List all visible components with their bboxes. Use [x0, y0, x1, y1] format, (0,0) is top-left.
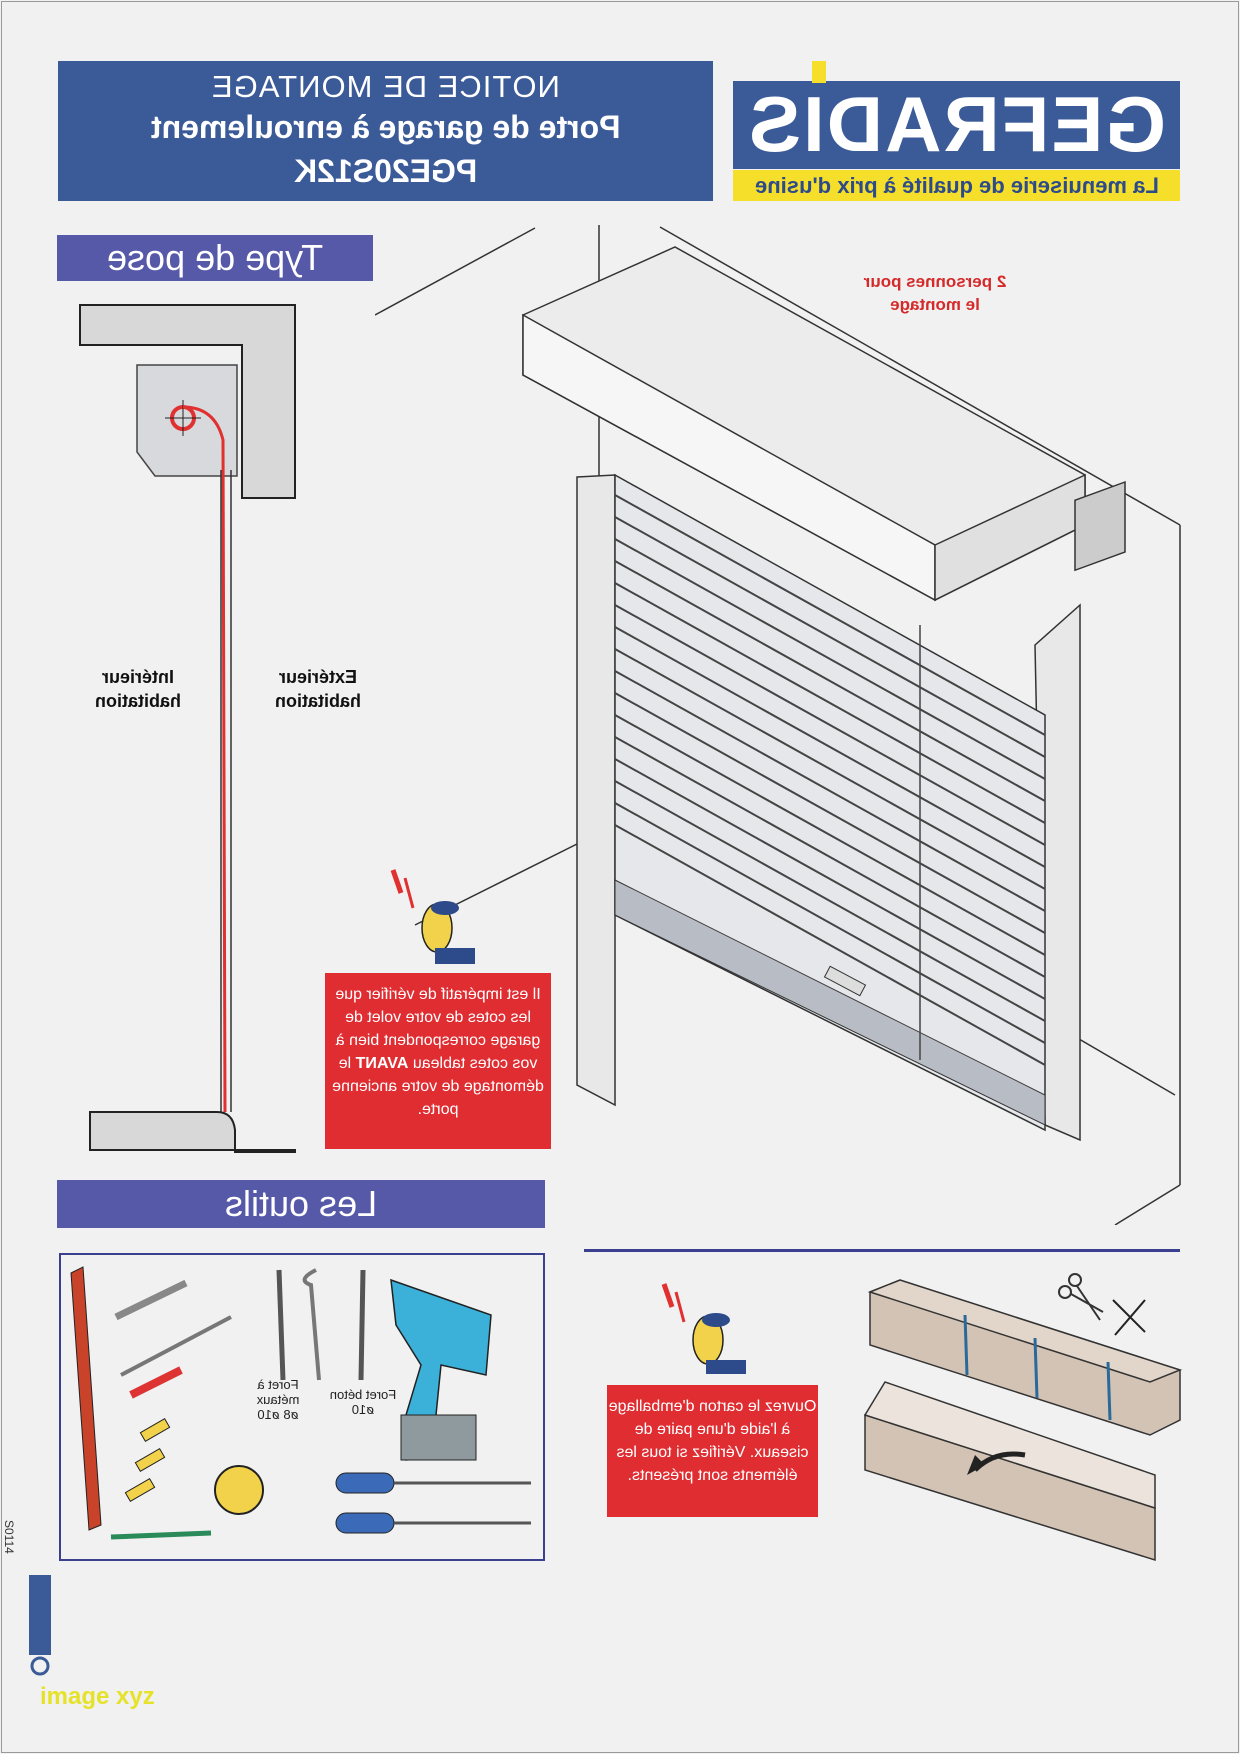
logo-blue-band	[733, 81, 1180, 169]
header-title-block: NOTICE DE MONTAGE Porte de garage à enro…	[58, 61, 713, 201]
section-type-de-pose-title: Type de pose	[106, 237, 324, 278]
header-line2: Porte de garage à enroulement	[150, 109, 621, 145]
side-code: S0114	[2, 1520, 16, 1554]
section-les-outils: Les outils	[57, 1180, 545, 1228]
warning-box-dimensions: Il est impératif de vérifier que les cot…	[325, 973, 551, 1149]
watermark: image xyz	[40, 1683, 155, 1710]
roller-box-icon	[136, 364, 238, 477]
header-line3: PGE20S12K	[293, 153, 478, 189]
control-box-icon	[1074, 480, 1126, 572]
hex-key-icon	[302, 1268, 321, 1381]
label-interieur: Intérieur habitation	[95, 667, 181, 711]
caption-foret-metaux: Foret à métaux ø8 ø10	[256, 1377, 300, 1422]
garage-door-illustration	[375, 225, 1181, 1225]
screwdriver-icon	[335, 1512, 531, 1534]
brand-name: GEFRADIS	[746, 80, 1167, 168]
brand-slogan: La menuiserie de qualité à prix d'usine	[754, 173, 1159, 198]
mascot-warning-icon	[390, 869, 475, 964]
side-brand-logo	[29, 1575, 51, 1676]
mascot-carton-icon	[661, 1283, 746, 1374]
no-knife-icon	[1112, 1299, 1146, 1336]
wall-plugs-icon	[124, 1417, 171, 1503]
section-les-outils-title: Les outils	[224, 1183, 378, 1224]
label-exterieur: Extérieur habitation	[275, 667, 361, 711]
pose-section-diagram	[79, 304, 296, 1153]
tools-panel: Foret à métaux ø8 ø10 Foret béton ø10	[59, 1253, 545, 1561]
pencil-icon	[110, 1530, 212, 1540]
carton-illustration	[863, 1273, 1183, 1562]
section-type-de-pose: Type de pose	[57, 235, 373, 281]
caption-foret-beton: Foret béton ø10	[329, 1387, 397, 1417]
brand-logo: GEFRADIS La menuiserie de qualité à prix…	[733, 61, 1180, 202]
scissors-icon	[1058, 1273, 1104, 1321]
tape-measure-icon	[214, 1465, 264, 1515]
wrench-icon	[114, 1279, 188, 1321]
spirit-level-icon	[70, 1266, 102, 1531]
concrete-bit-icon	[358, 1269, 366, 1381]
header-line1: NOTICE DE MONTAGE	[211, 69, 560, 104]
logo-yellow-band	[733, 170, 1180, 201]
warning-box-carton: Ouvrez le carton d'emballage à l'aide d'…	[607, 1385, 818, 1517]
logo-accent	[812, 61, 826, 83]
persons-note: 2 personnes pour le montage	[863, 272, 1007, 314]
drill-bit-icon	[276, 1269, 286, 1381]
screwdriver-icon	[335, 1472, 531, 1494]
clamp-icon	[120, 1315, 232, 1377]
divider-line	[584, 1249, 1180, 1252]
